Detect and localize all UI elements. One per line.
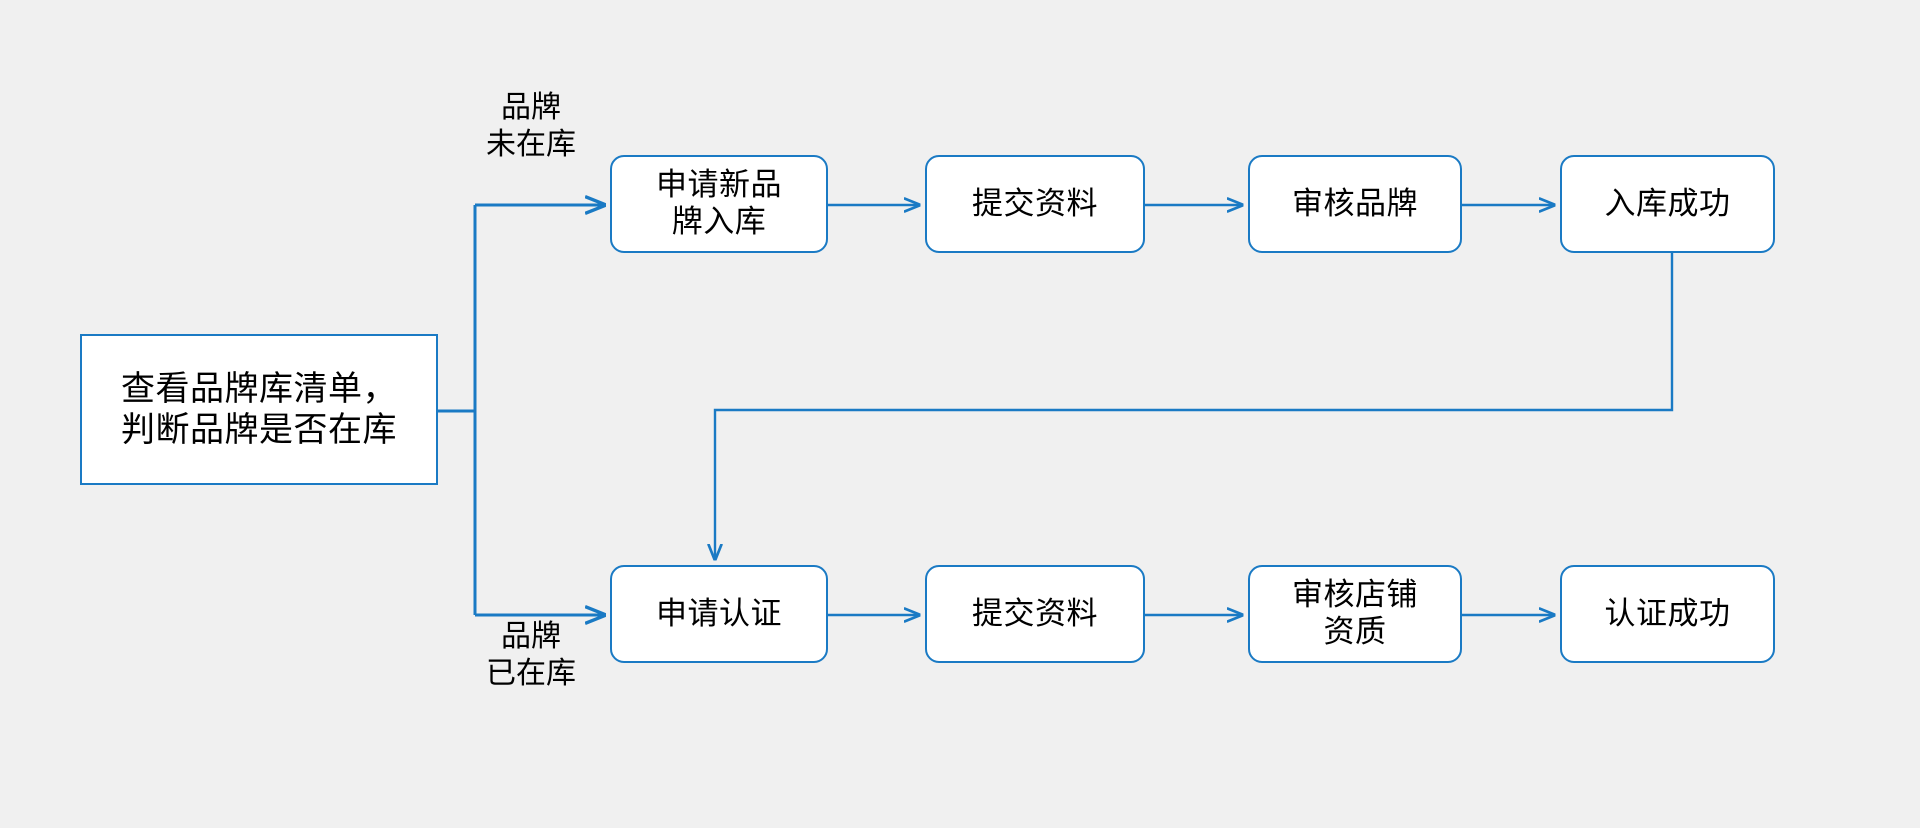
node-review-brand[interactable]: 审核品牌	[1248, 155, 1462, 253]
node-stock-in-success[interactable]: 入库成功	[1560, 155, 1775, 253]
node-review-shop-quals[interactable]: 审核店铺 资质	[1248, 565, 1462, 663]
node-apply-new-brand[interactable]: 申请新品 牌入库	[610, 155, 828, 253]
node-submit-docs-bottom[interactable]: 提交资料	[925, 565, 1145, 663]
node-decision-check-brand-library[interactable]: 查看品牌库清单， 判断品牌是否在库	[80, 334, 438, 485]
node-apply-cert[interactable]: 申请认证	[610, 565, 828, 663]
node-submit-docs-top[interactable]: 提交资料	[925, 155, 1145, 253]
node-cert-success[interactable]: 认证成功	[1560, 565, 1775, 663]
edge-label-brand-not-in-library: 品牌 未在库	[486, 90, 576, 162]
edge-stock-in-success-to-apply-cert	[715, 253, 1674, 559]
edge-label-brand-in-library: 品牌 已在库	[486, 619, 576, 691]
